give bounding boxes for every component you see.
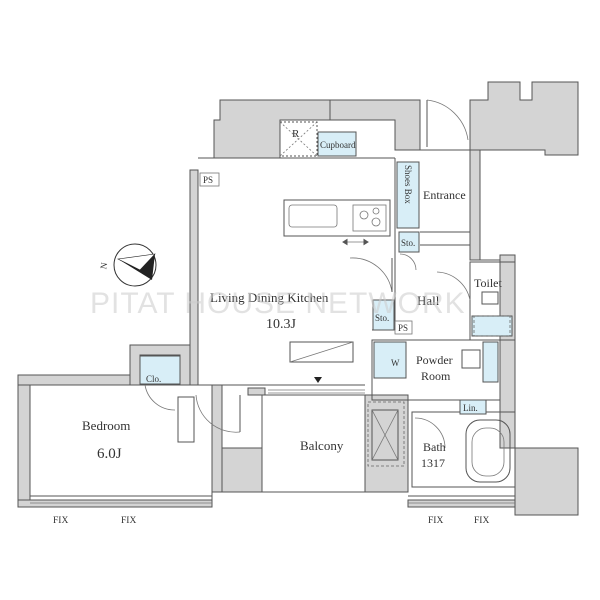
labels: PS PS R Cupboard Shoes Box Sto. Sto. Clo… [53, 128, 502, 526]
bathtub [465, 419, 511, 483]
kitchen-counter [283, 199, 391, 246]
wall-right-mid [469, 149, 481, 261]
bedroom-name: Bedroom [82, 418, 130, 433]
powder-label-1: Powder [416, 353, 453, 367]
ps-hall-label: PS [398, 323, 408, 333]
fix-label-2: FIX [121, 516, 136, 526]
ldk-marker [289, 341, 354, 383]
wall-ldk-left [189, 169, 199, 386]
toilet-counter [471, 315, 513, 337]
balcony-label: Balcony [300, 438, 344, 453]
wall-bath-right [514, 447, 579, 516]
shoes-box-label: Shoes Box [403, 165, 413, 204]
bath-size: 1317 [421, 456, 445, 470]
fix-label-4: FIX [474, 516, 489, 526]
hall-label: Hall [417, 293, 440, 308]
clo-box [139, 355, 181, 385]
r-box [279, 121, 318, 157]
wall-top-middle [329, 99, 421, 151]
w-box [373, 341, 407, 379]
cupboard-label: Cupboard [320, 140, 356, 150]
powder-sink-bowl [461, 349, 481, 369]
wall-bedroom-balcony [211, 384, 223, 493]
sto-kitchen-box [372, 299, 395, 331]
wall-bottom-strip-right [407, 499, 516, 508]
wall-bottom-strip [17, 499, 213, 508]
wall-balcony-top [247, 387, 266, 396]
r-label: R [292, 128, 300, 140]
compass-label: N [98, 261, 109, 270]
clo-label: Clo. [146, 374, 161, 384]
entrance-label: Entrance [423, 188, 466, 202]
wall-balcony-pier-left [221, 447, 263, 493]
toilet-label: Toilet [474, 276, 502, 290]
cupboard-box [317, 131, 357, 157]
lin-box [459, 399, 487, 415]
powder-sink [482, 341, 499, 383]
bath-label: Bath [423, 440, 446, 454]
fix-label-1: FIX [53, 516, 68, 526]
wall-right-lower [499, 254, 516, 449]
wall-top-left [213, 99, 331, 159]
compass-icon: N [98, 243, 157, 287]
doors [144, 99, 471, 449]
toilet-fixture [473, 291, 511, 337]
bedroom-size: 6.0J [97, 446, 122, 462]
sto-kitchen-label: Sto. [375, 313, 389, 323]
wall-bedroom-top [17, 374, 141, 386]
sto-entrance-box [398, 231, 420, 253]
ps-ldk-label: PS [203, 175, 213, 185]
lin-label: Lin. [463, 403, 478, 413]
wall-top-right [469, 81, 579, 156]
sto-entrance-label: Sto. [401, 238, 415, 248]
w-label: W [391, 358, 400, 368]
wall-bedroom-left [17, 384, 31, 501]
ldk-size: 10.3J [266, 317, 297, 332]
ldk-name: Living Dining Kitchen [210, 290, 329, 305]
walls [17, 81, 579, 516]
outdoor-unit [367, 401, 405, 467]
storage-fixtures [139, 131, 513, 415]
fix-label-3: FIX [428, 516, 443, 526]
shoes-box [396, 161, 420, 229]
watermark: PITAT HOUSE NETWORK [90, 287, 466, 320]
powder-label-2: Room [421, 369, 451, 383]
